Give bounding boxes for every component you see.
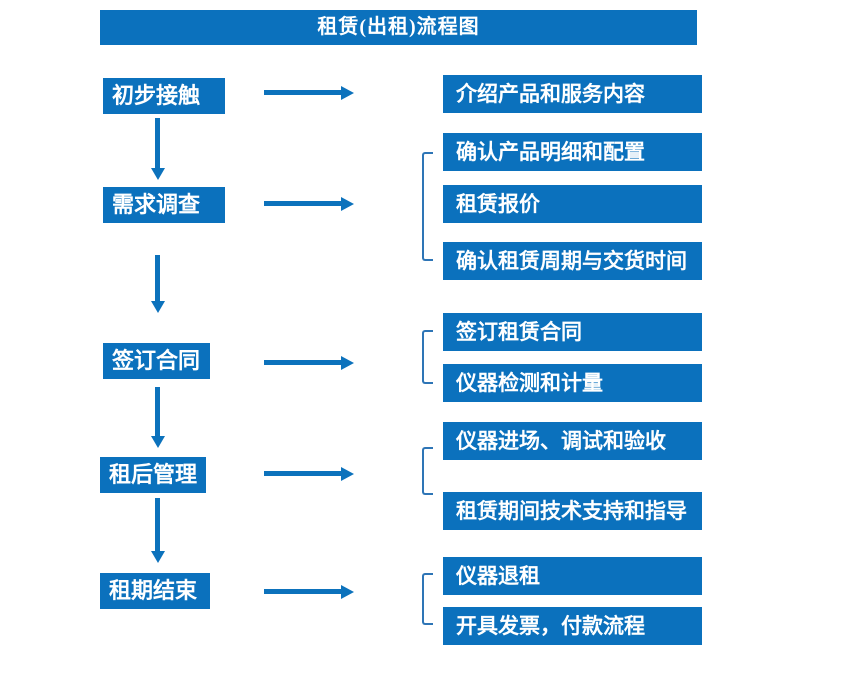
- step-box-rental-end: 租期结束: [100, 573, 210, 609]
- arrow-head: [341, 86, 354, 100]
- detail-box-sign-rental-contract: 签订租赁合同: [443, 313, 702, 351]
- step-box-post-rental-management: 租后管理: [100, 457, 206, 493]
- detail-box-invoice-payment: 开具发票，付款流程: [443, 607, 702, 645]
- detail-box-technical-support: 租赁期间技术支持和指导: [443, 492, 702, 530]
- arrow-head: [341, 585, 354, 599]
- arrow-shaft: [264, 90, 342, 95]
- group-bracket-icon: [422, 330, 433, 384]
- arrow-shaft: [155, 387, 160, 437]
- detail-box-instrument-testing: 仪器检测和计量: [443, 364, 702, 402]
- detail-box-introduce-products: 介绍产品和服务内容: [443, 75, 702, 113]
- arrow-shaft: [155, 118, 160, 169]
- arrow-right-icon: [264, 86, 354, 100]
- flowchart-title: 租赁(出租)流程图: [100, 10, 697, 45]
- arrow-head: [151, 436, 165, 448]
- arrow-shaft: [155, 255, 160, 302]
- arrow-right-icon: [264, 197, 354, 211]
- arrow-head: [151, 301, 165, 313]
- step-box-initial-contact: 初步接触: [103, 78, 225, 114]
- detail-box-confirm-rental-period: 确认租赁周期与交货时间: [443, 242, 702, 280]
- arrow-shaft: [155, 498, 160, 552]
- arrow-right-icon: [264, 467, 354, 481]
- step-box-demand-survey: 需求调查: [103, 187, 225, 223]
- arrow-head: [151, 168, 165, 180]
- arrow-down-icon: [151, 498, 165, 563]
- step-box-sign-contract: 签订合同: [103, 343, 210, 379]
- arrow-shaft: [264, 201, 342, 206]
- arrow-shaft: [264, 589, 342, 594]
- arrow-down-icon: [151, 118, 165, 180]
- arrow-down-icon: [151, 255, 165, 313]
- detail-box-rental-quotation: 租赁报价: [443, 185, 702, 223]
- group-bracket-icon: [422, 447, 433, 495]
- group-bracket-icon: [422, 573, 433, 625]
- arrow-shaft: [264, 471, 342, 476]
- arrow-shaft: [264, 360, 342, 365]
- arrow-head: [341, 356, 354, 370]
- arrow-right-icon: [264, 356, 354, 370]
- detail-box-instrument-setup-acceptance: 仪器进场、调试和验收: [443, 422, 702, 460]
- detail-box-confirm-product-details: 确认产品明细和配置: [443, 133, 702, 171]
- arrow-down-icon: [151, 387, 165, 448]
- arrow-head: [341, 467, 354, 481]
- arrow-head: [341, 197, 354, 211]
- detail-box-instrument-return: 仪器退租: [443, 557, 702, 595]
- arrow-right-icon: [264, 585, 354, 599]
- group-bracket-icon: [422, 152, 433, 261]
- arrow-head: [151, 551, 165, 563]
